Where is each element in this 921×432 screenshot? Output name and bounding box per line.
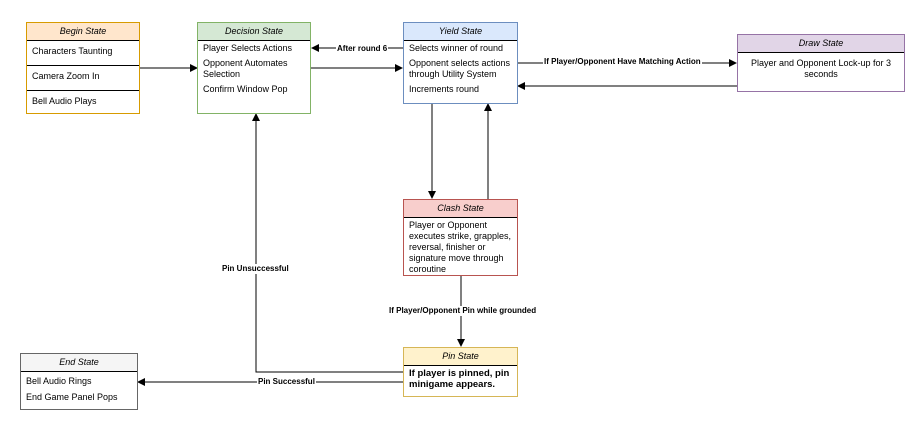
node-end-item: End Game Panel Pops [26,392,118,402]
edge-label-after-round-6: After round 6 [336,44,389,54]
edge-pin-to-decision [252,113,403,373]
node-decision-item: Opponent Automates Selection [203,58,288,79]
edge-label-matching-action: If Player/Opponent Have Matching Action [543,57,702,67]
node-begin-title: Begin State [27,23,139,41]
node-draw-title: Draw State [738,35,904,53]
node-decision-title: Decision State [198,23,310,41]
node-end-item: Bell Audio Rings [26,376,92,386]
node-begin-item: Bell Audio Plays [32,96,97,106]
node-yield-state: Yield State Selects winner of round Oppo… [403,22,518,104]
node-decision-item: Confirm Window Pop [203,84,288,94]
node-decision-item: Player Selects Actions [203,43,293,53]
node-yield-item: Increments round [409,84,480,94]
node-begin-state: Begin State Characters Taunting Camera Z… [26,22,140,114]
node-yield-title: Yield State [404,23,517,41]
edge-label-pin-successful: Pin Successful [257,377,316,387]
node-decision-state: Decision State Player Selects Actions Op… [197,22,311,114]
node-draw-item: Player and Opponent Lock-up for 3 second… [750,58,892,79]
node-begin-item: Characters Taunting [27,41,139,66]
node-end-state: End State Bell Audio Rings End Game Pane… [20,353,138,410]
node-pin-item: If player is pinned, pin minigame appear… [409,368,510,390]
node-begin-item: Camera Zoom In [27,66,139,91]
node-yield-item: Opponent selects actions through Utility… [409,58,511,79]
node-draw-state: Draw State Player and Opponent Lock-up f… [737,34,905,92]
node-pin-title: Pin State [404,348,517,366]
node-clash-state: Clash State Player or Opponent executes … [403,199,518,276]
node-end-title: End State [21,354,137,372]
node-clash-item: Player or Opponent executes strike, grap… [409,220,512,274]
node-clash-title: Clash State [404,200,517,218]
node-pin-state: Pin State If player is pinned, pin minig… [403,347,518,397]
node-yield-item: Selects winner of round [409,43,504,53]
edge-label-pin-grounded: If Player/Opponent Pin while grounded [388,306,538,316]
edge-label-pin-unsuccessful: Pin Unsuccessful [221,264,290,274]
